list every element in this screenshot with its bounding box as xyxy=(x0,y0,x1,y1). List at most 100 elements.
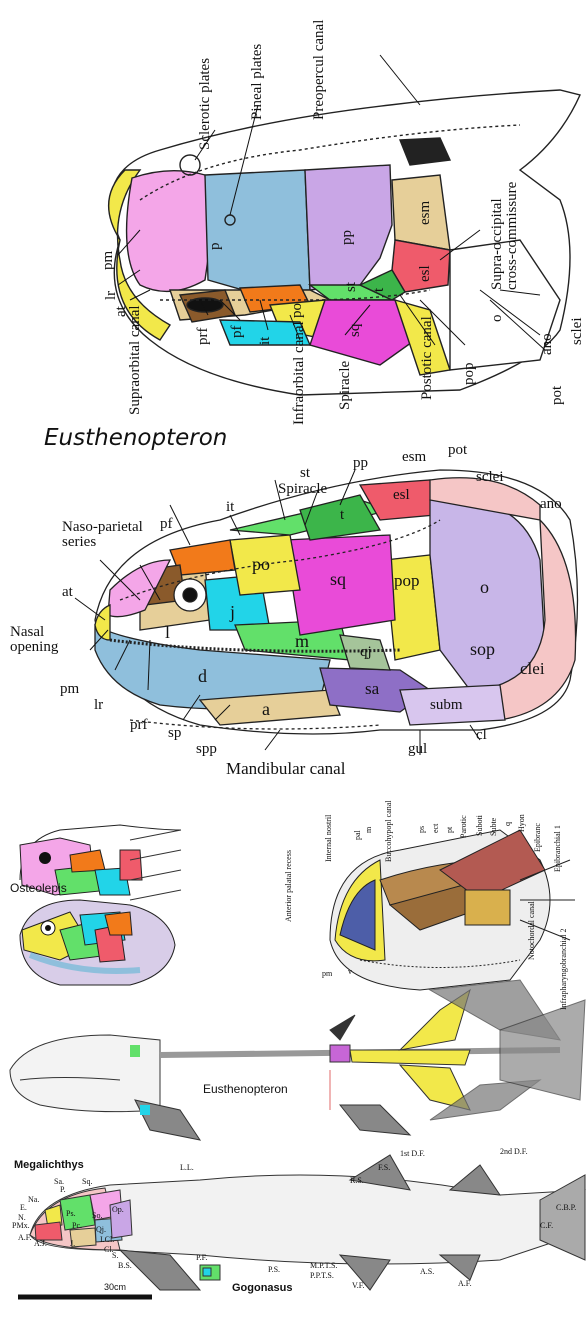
label-megalichthys: Megalichthys xyxy=(14,1159,84,1171)
palate-label-12: Hyon xyxy=(517,814,526,832)
side-po: po xyxy=(252,554,270,574)
meg-label-29: Qj. xyxy=(96,1225,106,1234)
meg-label-30: So. xyxy=(92,1211,103,1220)
palate-label-16: Infrapharyngobranchial 2 xyxy=(559,928,568,1010)
meg-label-5: N. xyxy=(18,1213,26,1222)
meg-label-12: S. xyxy=(112,1251,119,1260)
meg-label-26: A.S. xyxy=(420,1267,435,1276)
top-skull xyxy=(108,89,581,396)
meg-label-8: A.J. xyxy=(34,1239,47,1248)
palate-label-15: Notochordal canal xyxy=(527,901,536,960)
palate-label-4: Buccohypopl canal xyxy=(384,800,393,862)
side-sp: sp xyxy=(168,725,182,741)
side-cl: cl xyxy=(476,727,487,743)
palate-label-11: q xyxy=(503,822,512,826)
side-spiracle: Spiracle xyxy=(278,481,328,497)
bone-esl: esl xyxy=(417,265,433,282)
label-sclerotic: Sclerotic plates xyxy=(197,57,213,150)
meg-label-11: Cl. xyxy=(104,1245,114,1254)
bone-pp: pp xyxy=(339,230,355,245)
side-qj: qj xyxy=(360,644,372,660)
side-l: l xyxy=(165,622,171,642)
osteolepis-panel xyxy=(0,810,182,1000)
side-esm: esm xyxy=(402,449,427,465)
meg-label-4: E. xyxy=(20,1203,27,1212)
bone-ano-top: ano xyxy=(539,333,555,355)
label-spiracle-top: Spiracle xyxy=(337,360,353,410)
meg-label-27: A.F. xyxy=(458,1279,472,1288)
label-preopercul: Preopercul canal xyxy=(311,19,327,120)
side-at: at xyxy=(62,584,73,600)
meg-label-31: Ps. xyxy=(66,1209,76,1218)
label-eusthenopteron: Eusthenopteron xyxy=(203,1082,288,1096)
bone-esm: esm xyxy=(417,200,433,225)
palate-label-1: Internal nostril xyxy=(324,814,333,862)
bone-prf: prf xyxy=(195,327,211,346)
bone-t: t xyxy=(371,287,387,292)
bone-pm: pm xyxy=(100,250,116,270)
meg-label-15: F.S. xyxy=(378,1163,391,1172)
meg-label-14: L.L. xyxy=(180,1163,194,1172)
label-gogonasus: Gogonasus xyxy=(232,1282,293,1294)
side-spp: spp xyxy=(196,741,217,757)
meg-label-17: 1st D.F. xyxy=(400,1149,425,1158)
side-gul: gul xyxy=(408,741,428,757)
bone-lr: lr xyxy=(103,290,119,300)
eusthenopteron-skeleton xyxy=(9,979,586,1141)
palate-label-13: Epibranc xyxy=(533,823,542,852)
palate-label-9: Suboti xyxy=(475,815,484,836)
bone-st: st xyxy=(343,281,359,292)
palate-panel xyxy=(329,829,575,991)
meg-label-16: R.S. xyxy=(350,1176,364,1185)
bone-o: o xyxy=(489,314,505,323)
side-esl: esl xyxy=(393,487,410,503)
side-subm: subm xyxy=(430,697,463,713)
side-sop: sop xyxy=(470,639,496,659)
meg-label-22: P.S. xyxy=(268,1265,281,1274)
side-naso: Naso-parietal series xyxy=(62,519,143,550)
palate-label-2: pal xyxy=(353,830,362,840)
side-mandibular: Mandibular canal xyxy=(226,759,346,778)
palate-label-14: Epibranchial 1 xyxy=(553,825,562,872)
side-pf: pf xyxy=(160,516,173,532)
bone-p: p xyxy=(207,242,223,251)
side-pop: pop xyxy=(394,571,420,590)
meg-label-20: C.F. xyxy=(540,1221,554,1230)
palate-label-7: pt xyxy=(445,826,454,833)
side-j: j xyxy=(230,602,236,622)
side-sclei: sclei xyxy=(476,469,504,485)
meg-label-13: B.S. xyxy=(118,1261,132,1270)
side-pp: pp xyxy=(353,455,368,471)
bone-sclei-top: sclei xyxy=(569,317,585,346)
palate-label-0: Anterior palatal recess xyxy=(284,850,293,922)
palate-label-10: Subte xyxy=(489,817,498,836)
label-osteolepis: Osteolepis xyxy=(10,881,67,895)
label-pineal: Pineal plates xyxy=(249,43,265,120)
meg-label-1: Sa. xyxy=(54,1177,64,1186)
side-prf: prf xyxy=(130,717,148,733)
meg-label-0: Na. xyxy=(28,1195,40,1204)
side-d: d xyxy=(198,666,207,686)
bone-pop-top: pop xyxy=(461,362,477,386)
side-o: o xyxy=(480,577,489,597)
title-eusthenopteron: Eusthenopteron xyxy=(44,425,228,451)
bone-po: po xyxy=(289,303,305,318)
bone-pf: pf xyxy=(229,325,245,339)
side-sq: sq xyxy=(330,569,347,589)
side-lr: lr xyxy=(94,697,104,713)
bone-sq: sq xyxy=(347,323,363,337)
meg-label-19: C.B.P. xyxy=(556,1203,577,1212)
bone-pot-top: pot xyxy=(549,385,565,405)
palate-label-8: Parotic xyxy=(459,815,468,838)
label-postotic: Postotic canal xyxy=(419,316,435,400)
meg-label-25: V.F. xyxy=(352,1281,365,1290)
side-sa: sa xyxy=(365,679,380,698)
meg-label-10: I.Cl. xyxy=(100,1235,115,1244)
palate-label-17: pm xyxy=(322,969,333,978)
label-supraoccipital: Supra-occipital cross-commissure xyxy=(489,181,520,290)
label-supraorbital: Supraorbital canal xyxy=(127,305,143,415)
meg-label-24: P.P.T.S. xyxy=(310,1271,334,1280)
meg-label-21: P.F. xyxy=(196,1253,208,1262)
meg-label-9: J. xyxy=(70,1239,76,1248)
